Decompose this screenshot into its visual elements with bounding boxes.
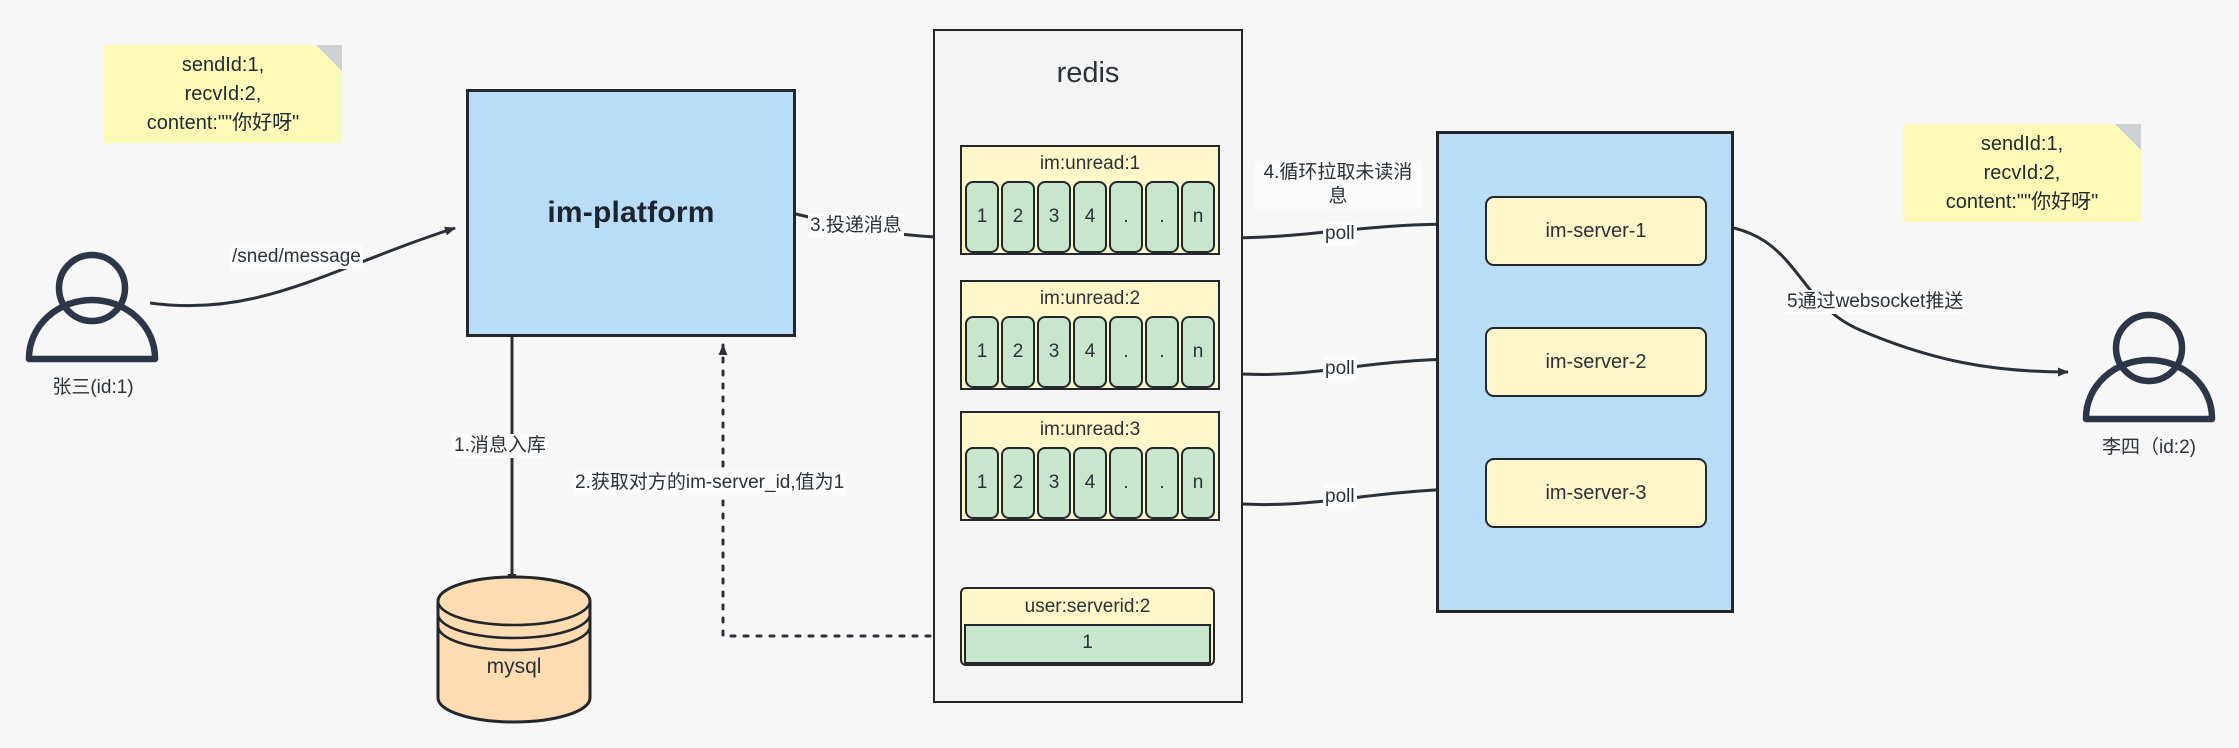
redis-cell[interactable]: 3	[1037, 447, 1071, 519]
redis-cell[interactable]: 2	[1001, 181, 1035, 253]
redis-list-im-unread-2[interactable]: im:unread:2 1 2 3 4 . . n	[960, 280, 1220, 390]
redis-cell[interactable]: .	[1109, 181, 1143, 253]
redis-kv-user-serverid[interactable]: user:serverid:2 1	[960, 587, 1215, 666]
edge-label-poll-2: poll	[1323, 357, 1357, 381]
receiver-note-text: sendId:1, recvId:2, content:""你好呀"	[1945, 132, 2099, 213]
redis-cell[interactable]: 3	[1037, 181, 1071, 253]
edge-label-poll-1: poll	[1323, 222, 1357, 246]
edge-label-step2: 2.获取对方的im-server_id,值为1	[573, 471, 847, 495]
redis-cell[interactable]: 2	[1001, 447, 1035, 519]
redis-cell[interactable]: .	[1109, 316, 1143, 388]
im-server-3-label: im-server-3	[1545, 481, 1647, 504]
redis-title: redis	[1056, 57, 1120, 89]
mysql-cylinder-icon	[436, 575, 592, 724]
redis-kv-key: user:serverid:2	[1024, 596, 1151, 617]
sender-message-note: sendId:1, recvId:2, content:""你好呀"	[104, 45, 342, 143]
redis-cell[interactable]: 1	[965, 447, 999, 519]
redis-cell[interactable]: 3	[1037, 316, 1071, 388]
sender-note-text: sendId:1, recvId:2, content:""你好呀"	[146, 53, 300, 134]
redis-cell[interactable]: 4	[1073, 316, 1107, 388]
sender-actor-icon	[25, 251, 159, 363]
receiver-message-note: sendId:1, recvId:2, content:""你好呀"	[1903, 124, 2141, 222]
redis-list-cells: 1 2 3 4 . . n	[962, 181, 1218, 253]
receiver-actor-label: 李四（id:2)	[2102, 437, 2196, 458]
im-platform-box[interactable]: im-platform	[466, 89, 796, 337]
redis-cell[interactable]: n	[1181, 447, 1215, 519]
note-fold-corner	[316, 45, 342, 71]
im-server-2-label: im-server-2	[1545, 350, 1647, 373]
redis-list-im-unread-1[interactable]: im:unread:1 1 2 3 4 . . n	[960, 145, 1220, 255]
redis-cell[interactable]: n	[1181, 316, 1215, 388]
redis-cell[interactable]: .	[1145, 316, 1179, 388]
redis-cell[interactable]: 4	[1073, 447, 1107, 519]
redis-list-cells: 1 2 3 4 . . n	[962, 447, 1218, 519]
redis-cell[interactable]: .	[1145, 181, 1179, 253]
redis-container: redis im:unread:1 1 2 3 4 . . n im:unrea…	[933, 29, 1243, 703]
edge-label-step1: 1.消息入库	[452, 434, 548, 458]
sender-actor-label: 张三(id:1)	[52, 377, 134, 398]
im-server-1-label: im-server-1	[1545, 219, 1647, 242]
im-server-3-box[interactable]: im-server-3	[1485, 458, 1707, 528]
edge-label-step4: 4.循环拉取未读消 息	[1255, 161, 1421, 209]
redis-cell[interactable]: 1	[965, 181, 999, 253]
edge-label-step3: 3.投递消息	[808, 214, 904, 238]
redis-cell[interactable]: .	[1109, 447, 1143, 519]
note-fold-corner	[2115, 124, 2141, 150]
redis-cell[interactable]: .	[1145, 447, 1179, 519]
redis-kv-value[interactable]: 1	[964, 624, 1211, 664]
redis-cell[interactable]: 4	[1073, 181, 1107, 253]
redis-cell[interactable]: 2	[1001, 316, 1035, 388]
redis-list-key: im:unread:3	[1039, 419, 1141, 440]
im-server-2-box[interactable]: im-server-2	[1485, 327, 1707, 397]
mysql-label: mysql	[486, 655, 542, 678]
redis-list-key: im:unread:1	[1039, 153, 1141, 174]
im-server-cluster: im-server-1 im-server-2 im-server-3	[1436, 131, 1734, 613]
edge-label-send-message: /sned/message	[230, 245, 363, 269]
redis-list-cells: 1 2 3 4 . . n	[962, 316, 1218, 388]
redis-cell[interactable]: 1	[965, 316, 999, 388]
redis-list-im-unread-3[interactable]: im:unread:3 1 2 3 4 . . n	[960, 411, 1220, 521]
redis-cell[interactable]: n	[1181, 181, 1215, 253]
im-platform-label: im-platform	[547, 196, 715, 229]
redis-list-key: im:unread:2	[1039, 288, 1141, 309]
receiver-actor-icon	[2082, 311, 2216, 423]
edge-label-poll-3: poll	[1323, 485, 1357, 509]
im-server-1-box[interactable]: im-server-1	[1485, 196, 1707, 266]
edge-label-step5: 5通过websocket推送	[1785, 290, 1966, 314]
